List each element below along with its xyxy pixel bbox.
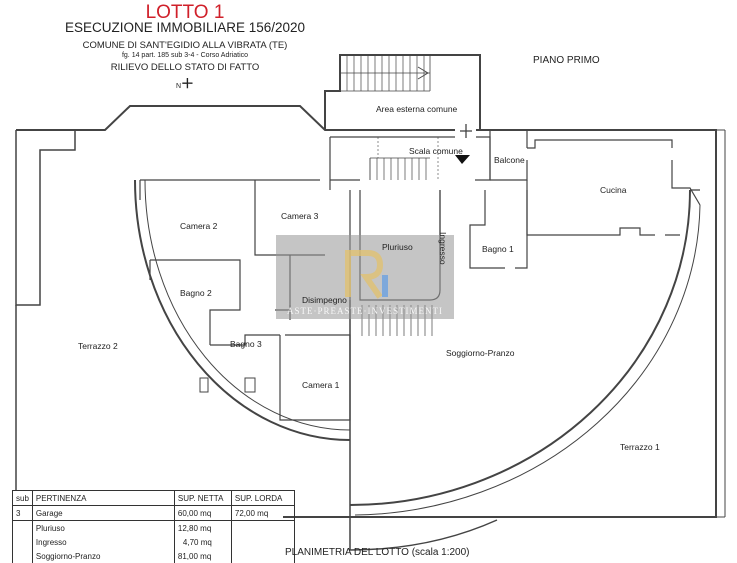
room-area-esterna: Area esterna comune	[376, 104, 458, 114]
room-pluriuso: Pluriuso	[382, 242, 413, 252]
cell-lorda	[230, 520, 295, 535]
col-sup-lorda: SUP. LORDA	[230, 490, 295, 506]
cell-sub: 3	[12, 505, 33, 521]
cell-name: Soggiorno-Pranzo	[31, 549, 175, 563]
room-terrazzo-2: Terrazzo 2	[78, 341, 118, 351]
room-scala-comune: Scala comune	[409, 146, 463, 156]
cell-netta: 60,00 mq	[173, 505, 232, 521]
room-soggiorno-pranzo: Soggiorno-Pranzo	[446, 348, 515, 358]
cell-netta: 81,00 mq	[173, 549, 232, 563]
cell-name: Pluriuso	[31, 520, 175, 535]
watermark-logo: ASTE·PREASTE·INVESTIMENTI	[276, 235, 454, 319]
cell-sub	[12, 549, 33, 563]
lotto-title: LOTTO 1	[145, 2, 225, 23]
col-pertinenza: PERTINENZA	[31, 490, 175, 506]
room-camera-1: Camera 1	[302, 380, 340, 390]
watermark-text: ASTE·PREASTE·INVESTIMENTI	[287, 306, 443, 316]
table-header-row: sub PERTINENZA SUP. NETTA SUP. LORDA	[12, 490, 295, 506]
cell-netta: 12,80 mq	[173, 520, 232, 535]
plan-caption: PLANIMETRIA DEL LOTTO (scala 1:200)	[285, 547, 470, 558]
north-arrow-icon: N✕	[176, 73, 198, 93]
table-row: 3 Garage 60,00 mq 72,00 mq	[12, 505, 295, 521]
cell-name: Ingresso	[31, 535, 175, 549]
floor-label: PIANO PRIMO	[533, 55, 600, 66]
table-row: Ingresso 4,70 mq	[12, 535, 295, 549]
room-camera-3: Camera 3	[281, 211, 319, 221]
room-bagno-3: Bagno 3	[230, 339, 262, 349]
room-bagno-2: Bagno 2	[180, 288, 212, 298]
col-sup-netta: SUP. NETTA	[173, 490, 232, 506]
room-cucina: Cucina	[600, 185, 627, 195]
cadastral-reference: fg. 14 part. 185 sub 3-4 - Corso Adriati…	[121, 52, 249, 59]
cell-name: Garage	[31, 505, 175, 521]
procedure-title: ESECUZIONE IMMOBILIARE 156/2020	[64, 20, 306, 35]
col-sub: sub	[12, 490, 33, 506]
north-label: N	[176, 83, 182, 90]
cell-netta: 4,70 mq	[173, 535, 232, 549]
room-bagno-1: Bagno 1	[482, 244, 514, 254]
cell-sub	[12, 535, 33, 549]
survey-title: RILIEVO DELLO STATO DI FATTO	[110, 62, 260, 73]
cell-lorda: 72,00 mq	[230, 505, 295, 521]
cell-sub	[12, 520, 33, 535]
municipality: COMUNE DI SANT'EGIDIO ALLA VIBRATA (TE)	[82, 40, 288, 51]
surface-table: sub PERTINENZA SUP. NETTA SUP. LORDA 3 G…	[12, 490, 295, 563]
room-ingresso: Ingresso	[438, 232, 448, 265]
cell-lorda	[230, 535, 295, 549]
table-row: Pluriuso 12,80 mq	[12, 520, 295, 535]
room-disimpegno: Disimpegno	[302, 295, 347, 305]
room-balcone: Balcone	[494, 155, 525, 165]
table-row: Soggiorno-Pranzo 81,00 mq	[12, 549, 295, 563]
room-camera-2: Camera 2	[180, 221, 218, 231]
room-terrazzo-1: Terrazzo 1	[620, 442, 660, 452]
watermark-ri-logo	[345, 250, 388, 299]
